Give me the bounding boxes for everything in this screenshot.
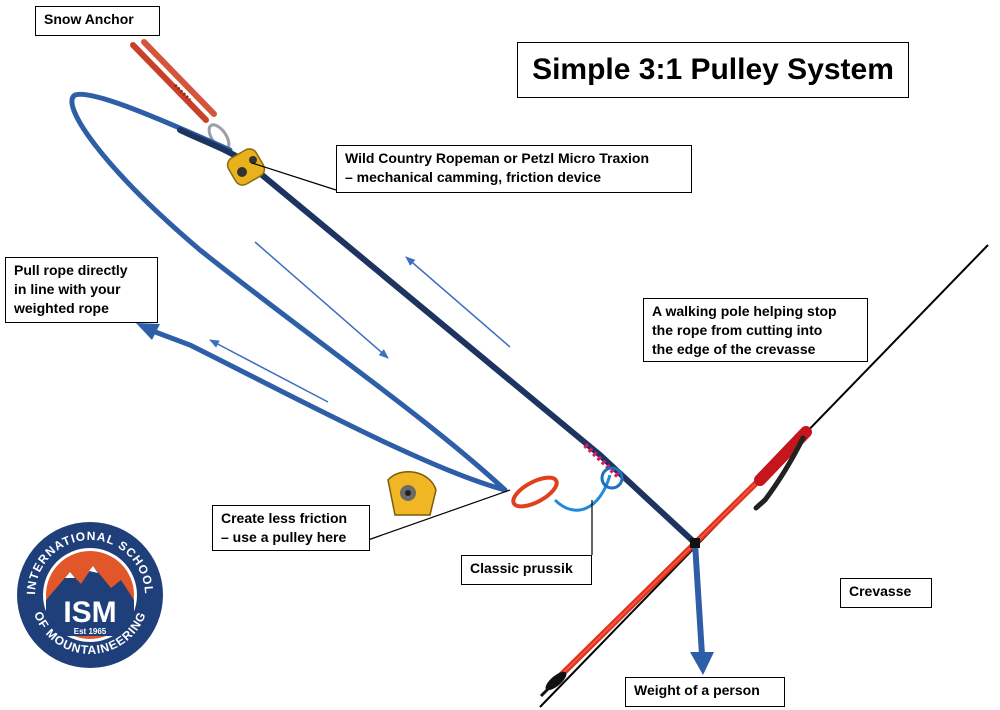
carabiner [511,475,559,509]
label-text: weighted rope [14,300,109,316]
label-ropeman: Wild Country Ropeman or Petzl Micro Trax… [336,145,692,193]
rope-pull-strand [147,327,508,493]
leader-ropeman [251,162,337,191]
label-prussik: Classic prussik [461,555,592,585]
label-weight: Weight of a person [625,677,785,707]
walking-pole [539,426,812,698]
snow-anchor-sling [130,39,231,151]
weight-arrow-head [690,652,714,675]
logo-initials: ISM [63,596,116,629]
label-text: A walking pole helping stop [652,303,837,319]
rope-prusik-section [583,443,622,480]
leader-pulley [367,489,511,541]
logo-est: Est 1965 [74,627,107,636]
label-crevasse: Crevasse [840,578,932,608]
ism-logo: ISM Est 1965 INTERNATIONAL SCHOOL OF MOU… [17,522,163,668]
label-pull-rope: Pull rope directly in line with your wei… [5,257,158,323]
label-text: Classic prussik [470,560,573,576]
pulley [387,471,437,516]
arrow-pull-up [209,339,329,403]
label-text: – use a pulley here [221,529,347,545]
label-text: Snow Anchor [44,11,134,27]
rope-weight-strand [692,542,705,656]
label-text: – mechanical camming, friction device [345,169,601,185]
prusik-cord [553,466,624,512]
label-text: in line with your [14,281,121,297]
rope-edge-contact [690,538,700,548]
label-text: Wild Country Ropeman or Petzl Micro Trax… [345,150,650,166]
label-walking-pole: A walking pole helping stop the rope fro… [643,298,868,362]
pull-arrow-head [136,323,160,340]
label-text: Weight of a person [634,682,760,698]
page-title: Simple 3:1 Pulley System [517,42,909,98]
label-pulley: Create less friction – use a pulley here [212,505,370,551]
label-text: the rope from cutting into [652,322,823,338]
ropeman-device [226,148,266,186]
arrow-main-up [405,256,511,348]
label-text: the edge of the crevasse [652,341,816,357]
label-text: Pull rope directly [14,262,128,278]
label-text: Crevasse [849,583,912,599]
label-text: Create less friction [221,510,348,526]
rope-loop-upper [69,91,508,493]
label-snow-anchor: Snow Anchor [35,6,160,36]
arrow-loop-down [254,241,389,359]
